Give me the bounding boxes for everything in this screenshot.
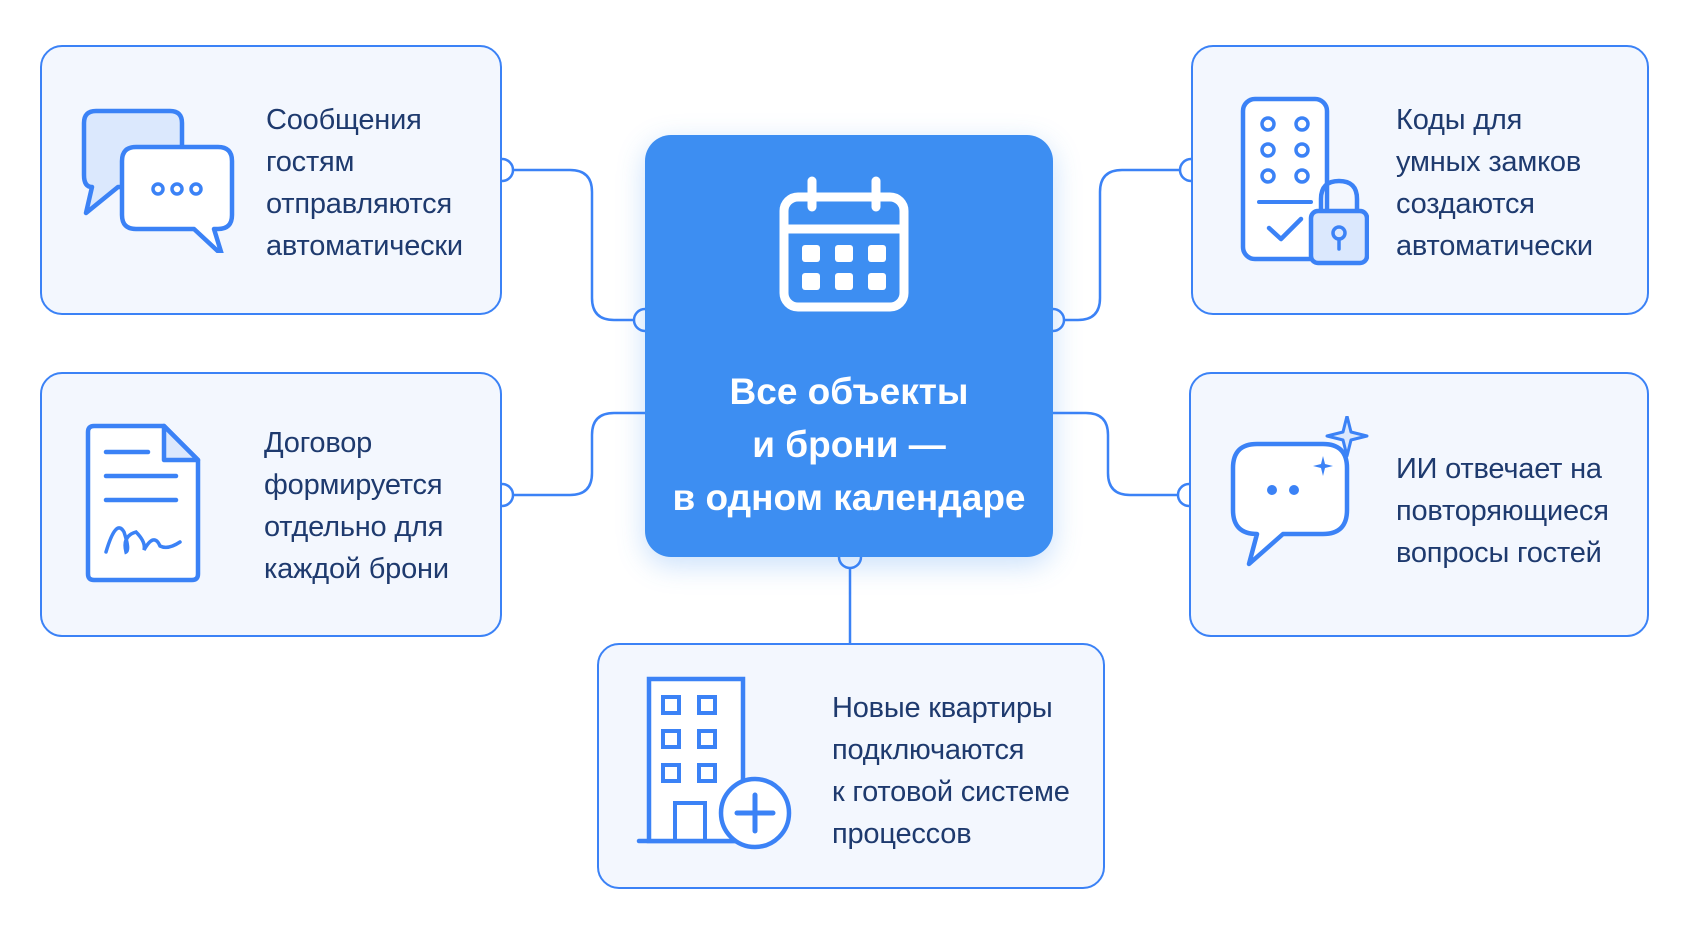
card-text-line: подключаются [832,734,1025,766]
card-text-line: Договор [264,427,373,459]
card-text-line: повторяющиеся [1396,495,1609,527]
center-title: Все объекты и брони — в одном календаре [645,365,1053,524]
card-text-line: умных замков [1396,146,1582,178]
building-plus-icon [636,676,792,850]
card-text-line: каждой брони [264,553,449,585]
keypad-lock-icon [1240,96,1369,266]
card-text-line: отдельно для [264,511,444,543]
card-text-line: вопросы гостей [1396,537,1602,569]
card-text-line: автоматически [1396,230,1593,262]
card-text-line: ИИ отвечает на [1396,453,1602,485]
center-title-line: Все объекты [729,371,969,412]
center-title-line: и брони — [752,424,946,465]
card-text-line: отправляются [266,188,452,220]
card-text-line: к готовой системе [832,776,1070,808]
card-text: Коды для умных замков создаются автомати… [1396,99,1593,267]
card-new-apartments: Новые квартиры подключаются к готовой си… [597,643,1105,889]
center-node: Все объекты и брони — в одном календаре [645,135,1053,557]
chat-bubbles-icon [81,108,235,253]
card-text: ИИ отвечает на повторяющиеся вопросы гос… [1396,448,1609,574]
card-text-line: гостям [266,146,355,178]
card-text-line: процессов [832,818,972,850]
card-guest-messages: Сообщения гостям отправляются автоматиче… [40,45,502,315]
card-contract: Договор формируется отдельно для каждой … [40,372,502,637]
signed-document-icon [85,423,201,583]
card-text: Сообщения гостям отправляются автоматиче… [266,99,463,267]
card-text-line: формируется [264,469,443,501]
card-smart-lock-codes: Коды для умных замков создаются автомати… [1191,45,1649,315]
card-text-line: Новые квартиры [832,692,1053,724]
ai-chat-sparkle-icon [1230,416,1369,567]
card-text-line: Сообщения [266,104,422,136]
card-text-line: автоматически [266,230,463,262]
card-text: Договор формируется отдельно для каждой … [264,422,449,590]
card-text: Новые квартиры подключаются к готовой си… [832,687,1070,855]
card-ai-answers: ИИ отвечает на повторяющиеся вопросы гос… [1189,372,1649,637]
center-title-line: в одном календаре [672,477,1026,518]
card-text-line: Коды для [1396,104,1523,136]
card-text-line: создаются [1396,188,1535,220]
calendar-icon [779,176,909,312]
